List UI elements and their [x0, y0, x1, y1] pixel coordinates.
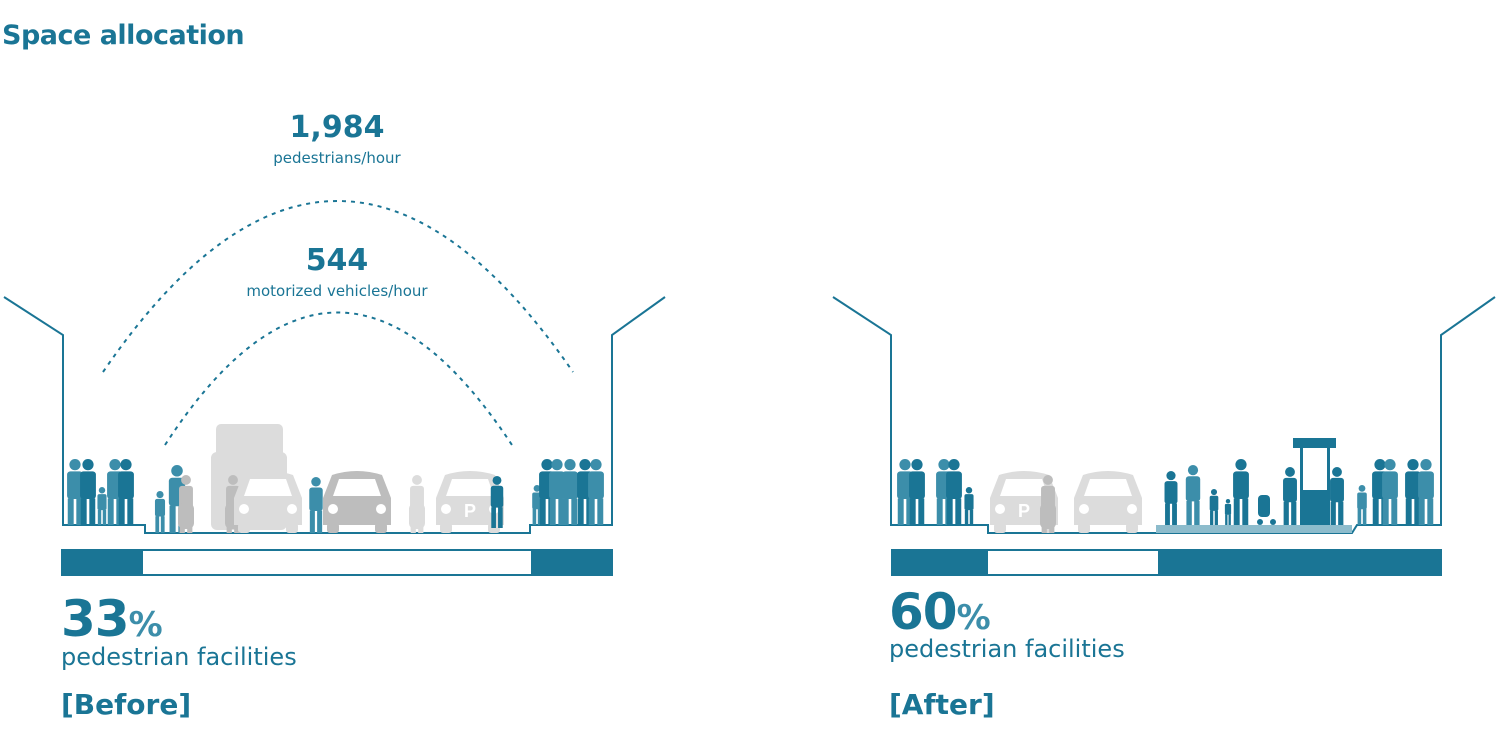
car-icon [323, 471, 391, 533]
child-icon [97, 487, 107, 525]
person-icon [1233, 459, 1249, 525]
child-icon [1357, 485, 1367, 525]
before-label: pedestrian facilities [61, 643, 297, 671]
before-tag: [Before] [61, 688, 192, 721]
child-icon [532, 485, 542, 525]
before-percent-sign: % [128, 605, 163, 645]
vehicle-flow-arc [164, 311, 513, 446]
person-icon [80, 459, 96, 525]
vendor-cart-icon [1293, 438, 1336, 525]
after-allocation-bar [891, 549, 1442, 576]
parked-car-icon: P [436, 471, 504, 533]
person-icon [67, 459, 83, 525]
svg-text:P: P [464, 501, 476, 521]
car-icon [234, 471, 302, 533]
scooter-icon [409, 503, 425, 529]
person-icon [562, 459, 578, 525]
wheelchair-user-icon [490, 476, 504, 528]
person-icon [1405, 459, 1421, 525]
runner-icon [309, 477, 323, 533]
person-icon [118, 459, 134, 525]
vehicle-flow-unit: motorized vehicles/hour [246, 282, 428, 300]
before-percent: 33% [61, 594, 163, 650]
person-icon [897, 459, 913, 525]
after-label: pedestrian facilities [889, 635, 1125, 663]
car-icon [1074, 471, 1142, 533]
scooter-icon [178, 503, 194, 529]
after-percent-value: 60 [889, 583, 958, 641]
after-vehicle-share [988, 551, 1158, 574]
pedestrian-flow-arc [102, 200, 574, 373]
before-vehicle-share [143, 551, 531, 574]
pedestrian-flow-value: 1,984 [289, 110, 385, 145]
child-icon [964, 487, 974, 525]
after-tag: [After] [889, 688, 995, 721]
person-icon [946, 459, 962, 525]
stroller-icon [1257, 495, 1276, 525]
vehicle-flow-value: 544 [305, 243, 369, 278]
page-title: Space allocation [2, 20, 245, 51]
person-icon [1382, 459, 1398, 525]
person-icon [1283, 467, 1297, 525]
person-icon [1418, 459, 1434, 525]
after-percent-sign: % [956, 598, 991, 638]
person-icon [588, 459, 604, 525]
child-icon [154, 491, 166, 533]
person-icon [549, 459, 565, 525]
before-street-outline [3, 296, 666, 534]
scooter-icon [1040, 503, 1056, 529]
wheelchair-user-icon [1164, 471, 1178, 525]
pedestrian-flow-unit: pedestrians/hour [273, 149, 401, 167]
before-percent-value: 33 [61, 590, 130, 648]
after-percent: 60% [889, 587, 991, 643]
svg-text:P: P [1018, 501, 1030, 521]
child-icon [1224, 499, 1232, 525]
person-icon [1185, 465, 1201, 525]
person-icon [909, 459, 925, 525]
child-icon [1209, 489, 1219, 525]
person-icon [1330, 467, 1344, 525]
after-pedestrian-platform [1156, 525, 1352, 533]
